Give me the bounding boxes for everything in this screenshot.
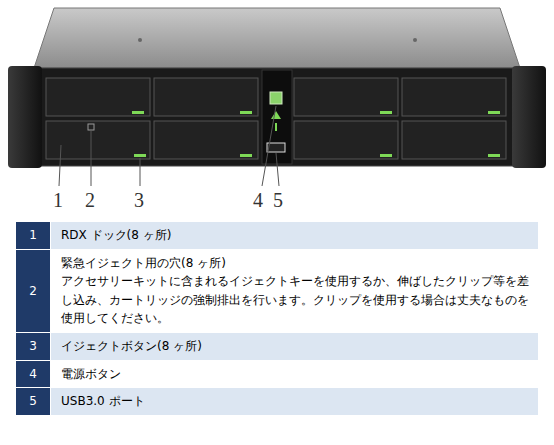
table-text: USB3.0 ポート [61,392,530,411]
power-button [270,92,282,104]
eject-holes [88,124,94,130]
table-number: 5 [16,388,50,415]
callout-number: 4 [253,190,263,210]
callout-number: 2 [85,190,95,210]
chassis-top [34,8,520,68]
front-panel [28,68,526,166]
callout-number: 3 [134,190,144,210]
table-text: 電源ボタン [61,365,530,384]
status-icon [271,111,281,119]
table-row: 3 イジェクトボタン(8 ヶ所) [16,333,538,361]
table-text: 緊急イジェクト用の穴(8 ヶ所) [61,254,530,273]
rack-ear [512,66,546,168]
table-row: 2緊急イジェクト用の穴(8 ヶ所)アクセサリーキットに含まれるイジェクトキーを使… [16,250,538,333]
screw [413,38,417,42]
table-text: アクセサリーキットに含まれるイジェクトキーを使用するか、伸ばしたクリップ等を差し… [61,272,530,328]
table-row: 4 電源ボタン [16,361,538,389]
table-number: 3 [16,333,50,360]
table-cell: 緊急イジェクト用の穴(8 ヶ所)アクセサリーキットに含まれるイジェクトキーを使用… [50,250,538,332]
leader-line [59,106,279,186]
center-column [262,70,292,164]
eject-led [132,111,500,157]
table-text: イジェクトボタン(8 ヶ所) [61,337,530,356]
table-text: RDX ドック(8 ヶ所) [61,226,530,245]
screw [138,38,142,42]
table-cell: イジェクトボタン(8 ヶ所) [50,333,538,360]
rack-ear [8,66,42,168]
table-cell: 電源ボタン [50,361,538,388]
table-number: 2 [16,250,50,332]
table-cell: RDX ドック(8 ヶ所) [50,222,538,249]
table-cell: USB3.0 ポート [50,388,538,415]
status-icon [275,123,277,131]
parts-table: 1RDX ドック(8 ヶ所)2緊急イジェクト用の穴(8 ヶ所)アクセサリーキット… [16,222,538,416]
table-row: 1 RDX ドック(8 ヶ所) [16,222,538,250]
table-number: 4 [16,361,50,388]
rdx-device-illustration [0,0,554,222]
table-row: 5 USB3.0 ポート [16,388,538,416]
callout-number: 1 [53,190,63,210]
callout-number: 5 [273,190,283,210]
table-number: 1 [16,222,50,249]
